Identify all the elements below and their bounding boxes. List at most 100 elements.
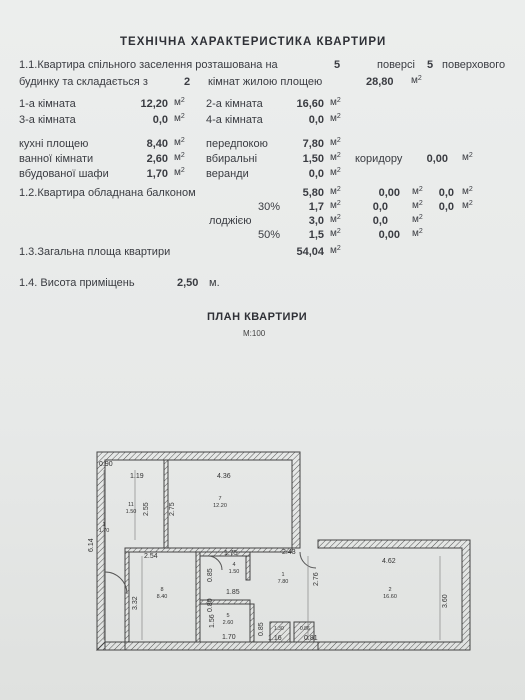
pct50-label: 50% — [258, 229, 281, 241]
floors-total-word: поверхового — [442, 59, 506, 71]
loggia-unit: м2 — [330, 214, 341, 225]
pct30-value: 1,7 — [308, 201, 324, 213]
dim-156: 1.56 — [209, 614, 216, 628]
balcony-col2: 0,00 — [378, 187, 400, 199]
wc-label: вбиральні — [206, 153, 258, 165]
loggia-value: 3,0 — [308, 215, 324, 227]
living-area-value: 28,80 — [366, 76, 394, 88]
dim-243: 2.43 — [282, 549, 296, 556]
corridor-label: коридору — [355, 153, 403, 165]
room4-label: 4-а кімната — [206, 114, 263, 126]
pct30-col3-unit: м2 — [462, 200, 473, 211]
kitchen-value: 8,40 — [146, 138, 168, 150]
pct30-unit: м2 — [330, 200, 341, 211]
dim-086: 0.86 — [300, 626, 310, 632]
dim-436: 4.36 — [217, 473, 231, 480]
room2-unit: м2 — [330, 97, 341, 108]
total-area-unit: м2 — [330, 245, 341, 256]
room1-label: 1-а кімната — [19, 98, 76, 110]
pct30-col3: 0,0 — [438, 201, 454, 213]
room8-area: 8.40 — [157, 594, 168, 600]
s13-label: 1.3.Загальна площа квартири — [19, 246, 171, 258]
room11-num: 11 — [128, 502, 134, 508]
balcony-col3: 0,0 — [438, 187, 454, 199]
pct50-col2: 0,00 — [378, 229, 400, 241]
bath-label: ванної кімнати — [19, 153, 94, 165]
total-area-value: 54,04 — [296, 246, 324, 258]
room4-area: 1.50 — [229, 569, 240, 575]
dim-462: 4.62 — [382, 558, 396, 565]
room2-area: 16.60 — [383, 594, 397, 600]
rooms-count: 2 — [184, 76, 191, 88]
dim-090: 0.90 — [99, 461, 113, 468]
room3-value: 0,0 — [152, 114, 168, 126]
pct50-col2-unit: м2 — [412, 228, 423, 239]
floor-value: 5 — [334, 59, 341, 71]
hall-unit: м2 — [330, 137, 341, 148]
veranda-value: 0,0 — [308, 168, 324, 180]
room5-area: 2.60 — [223, 620, 234, 626]
closet-value: 1,70 — [146, 168, 168, 180]
room1a-area: 1.70 — [99, 528, 110, 534]
dim-360: 3.60 — [442, 594, 449, 608]
balcony-unit: м2 — [330, 186, 341, 197]
room2-num: 2 — [388, 587, 391, 593]
height-value: 2,50 — [177, 277, 199, 289]
room5-num: 5 — [226, 613, 229, 619]
s11-line2: будинку та складається з — [19, 76, 148, 88]
dim-254: 2.54 — [144, 553, 158, 560]
pct50-value: 1,5 — [308, 229, 324, 241]
room7-num: 7 — [218, 496, 221, 502]
room2-label: 2-а кімната — [206, 98, 263, 110]
pct50-unit: м2 — [330, 228, 341, 239]
dim-332: 3.32 — [132, 596, 139, 610]
room1a-num: 1 — [102, 522, 105, 528]
bath-value: 2,60 — [146, 153, 168, 165]
dim-185: 1.85 — [226, 589, 240, 596]
loggia-col2-unit: м2 — [412, 214, 423, 225]
balcony-col2-unit: м2 — [412, 186, 423, 197]
room3-unit: м2 — [174, 113, 185, 124]
living-area-unit: м2 — [411, 75, 422, 86]
room4-num: 4 — [232, 562, 235, 568]
hall-area: 7.80 — [278, 579, 289, 585]
wc-unit: м2 — [330, 152, 341, 163]
loggia-col2: 0,0 — [372, 215, 388, 227]
room2-value: 16,60 — [296, 98, 324, 110]
balcony-value: 5,80 — [302, 187, 324, 199]
kitchen-label: кухні площею — [19, 138, 89, 150]
kitchen-unit: м2 — [174, 137, 185, 148]
height-unit: м. — [209, 277, 220, 289]
dim-085: 0.85 — [207, 568, 214, 582]
dim-614: 6.14 — [88, 538, 95, 552]
s12-label: 1.2.Квартира обладнана балконом — [19, 187, 196, 199]
bath-unit: м2 — [174, 152, 185, 163]
room4-value: 0,0 — [308, 114, 324, 126]
veranda-unit: м2 — [330, 167, 341, 178]
dim-080: 0.80 — [207, 598, 214, 612]
floor-plan: 0.90 1.19 4.36 2.55 2.75 6.14 2.54 1.75 … — [88, 451, 471, 651]
corridor-unit: м2 — [462, 152, 473, 163]
hall-num: 1 — [281, 572, 284, 578]
rooms-label: кімнат жилою площею — [208, 76, 323, 88]
wc-value: 1,50 — [302, 153, 324, 165]
plan-title: ПЛАН КВАРТИРИ — [207, 311, 308, 323]
pct30-col2: 0,0 — [372, 201, 388, 213]
loggia-label: лоджією — [209, 215, 252, 227]
room11-area: 1.50 — [126, 509, 137, 515]
room4-unit: м2 — [330, 113, 341, 124]
balcony-col3-unit: м2 — [462, 186, 473, 197]
wall-right-room — [317, 539, 471, 651]
room1-value: 12,20 — [140, 98, 168, 110]
pct30-label: 30% — [258, 201, 281, 213]
wall-bottom — [124, 641, 319, 651]
closet-label: вбудованої шафи — [19, 168, 109, 180]
corridor-value: 0,00 — [426, 153, 448, 165]
s14-label: 1.4. Висота приміщень — [19, 277, 135, 289]
closet-unit: м2 — [174, 167, 185, 178]
dim-275: 2.75 — [169, 502, 176, 516]
dim-081: 0.81 — [304, 635, 318, 642]
dim-170: 1.70 — [222, 634, 236, 641]
floor-word: поверсі — [377, 59, 415, 71]
